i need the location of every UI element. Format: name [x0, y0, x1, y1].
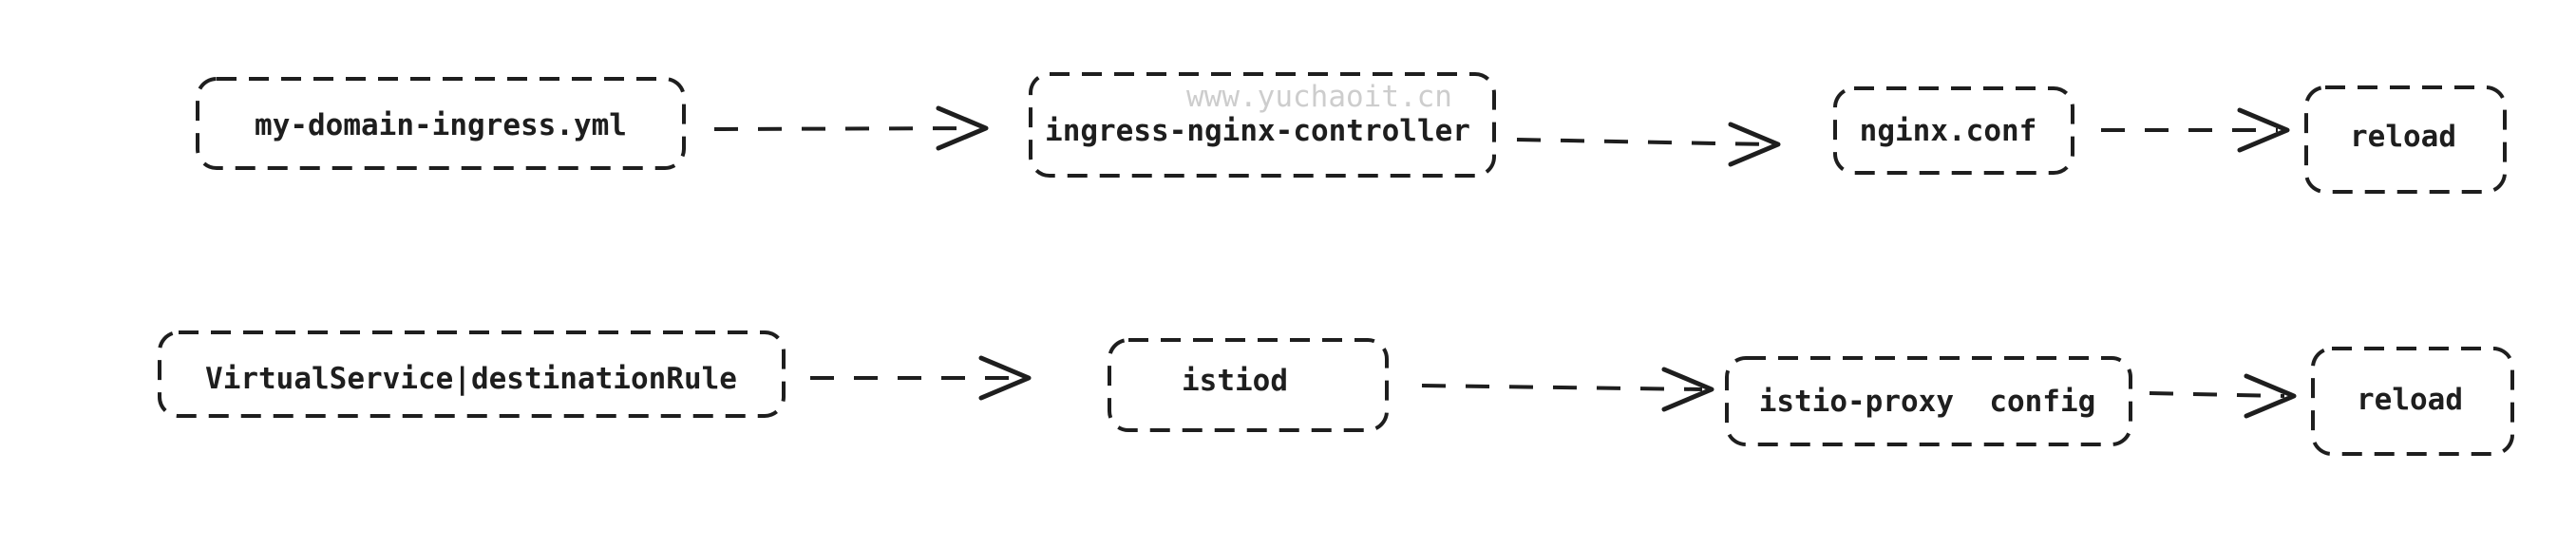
arrow-head-icon	[936, 105, 989, 151]
watermark-text: www.yuchaoit.cn	[1186, 80, 1452, 114]
node-box	[158, 330, 786, 418]
node-label: my-domain-ingress.yml	[255, 108, 627, 142]
node-box	[2304, 85, 2507, 194]
flow-istio: VirtualService|destinationRule istiod is…	[158, 330, 2514, 456]
node-label: reload	[2350, 120, 2456, 154]
arrow-controller-to-nginx-conf-icon	[1516, 122, 1781, 167]
arrow-dash-line	[2149, 391, 2285, 398]
node-my-domain-ingress-yml: my-domain-ingress.yml	[196, 77, 686, 170]
arrow-head-icon	[1661, 367, 1714, 412]
node-box	[2311, 347, 2514, 456]
arrow-head-icon	[2244, 373, 2297, 419]
node-box	[1108, 338, 1389, 432]
arrow-head-icon	[978, 355, 1032, 401]
arrow-head-icon	[1728, 122, 1781, 167]
node-box	[1833, 86, 2074, 175]
arrow-istio-proxy-to-reload-icon	[2149, 373, 2297, 419]
arrow-virtualservice-to-istiod-icon	[810, 355, 1032, 401]
node-box	[1029, 72, 1496, 178]
node-istio-proxy-config: istio-proxy config	[1725, 356, 2132, 446]
node-istiod: istiod	[1108, 338, 1389, 432]
node-ingress-nginx-controller: ingress-nginx-controller	[1029, 72, 1496, 178]
node-label: nginx.conf	[1860, 114, 2037, 148]
node-label: istiod	[1182, 364, 1288, 398]
arrow-dash-line	[1421, 384, 1703, 391]
node-label: istio-proxy config	[1759, 385, 2096, 419]
arrow-head-icon	[2237, 107, 2290, 153]
arrow-istiod-to-istio-proxy-icon	[1421, 367, 1714, 412]
arrow-dash-line	[1516, 138, 1770, 146]
node-virtualservice-destinationrule: VirtualService|destinationRule	[158, 330, 786, 418]
arrow-nginx-conf-to-reload-icon	[2101, 107, 2290, 153]
node-box	[196, 77, 686, 170]
node-label: VirtualService|destinationRule	[205, 362, 737, 396]
arrow-dash-line	[713, 126, 977, 131]
node-nginx-reload: reload	[2304, 85, 2507, 194]
arrow-ingress-yml-to-controller-icon	[713, 105, 989, 151]
node-nginx-conf: nginx.conf	[1833, 86, 2074, 175]
node-label: ingress-nginx-controller	[1045, 114, 1470, 148]
node-box	[1725, 356, 2132, 446]
node-label: reload	[2357, 383, 2463, 417]
flow-ingress-nginx: my-domain-ingress.yml ingress-nginx-cont…	[196, 72, 2507, 194]
node-istio-reload: reload	[2311, 347, 2514, 456]
